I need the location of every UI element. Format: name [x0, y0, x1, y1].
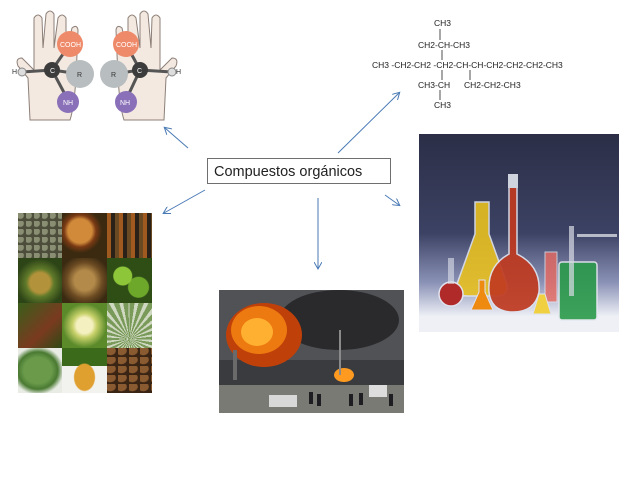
spices-photo	[107, 213, 152, 258]
arrow-to-formula	[337, 93, 399, 154]
leaves-photo	[18, 303, 62, 348]
natural-products-collage	[18, 213, 152, 393]
label-c-right: C	[137, 68, 142, 75]
berries-photo	[18, 258, 62, 303]
label-nh-right: NH	[120, 100, 130, 107]
label-h-left: H	[12, 69, 17, 76]
label-c-left: C	[50, 68, 55, 75]
pineapple-photo	[62, 348, 107, 393]
seedpods-photo	[62, 258, 107, 303]
green-leaves-photo	[18, 348, 62, 393]
arrow-to-chirality	[165, 128, 189, 149]
seeds-photo	[18, 213, 62, 258]
cacao-photo	[62, 213, 107, 258]
agave-photo	[107, 303, 152, 348]
label-r-right: R	[111, 72, 116, 79]
arrow-to-lab	[384, 194, 399, 205]
formula-line-4a: CH3-CH	[418, 80, 451, 90]
formula-line-3: CH3 -CH2-CH2 -CH2-CH-CH-CH2-CH2-CH2-CH3	[372, 60, 563, 70]
lab-glassware-photo	[419, 134, 619, 332]
formula-line-1: CH3	[434, 18, 452, 28]
explosion-fire-photo	[219, 290, 404, 413]
formula-line-2: CH2-CH-CH3	[418, 40, 470, 50]
coffee-beans-photo	[107, 348, 152, 393]
chirality-hands-image: COOH C R NH H COOH R C NH H	[12, 10, 181, 121]
main-topic-box: Compuestos orgánicos	[207, 158, 391, 184]
formula-bonds	[439, 29, 471, 100]
limes-photo	[107, 258, 152, 303]
formula-line-4b: CH2-CH2-CH3	[464, 80, 521, 90]
vanilla-flower-photo	[62, 303, 107, 348]
label-h-right: H	[176, 69, 181, 76]
label-nh-left: NH	[63, 100, 73, 107]
label-r-left: R	[77, 72, 82, 79]
arrow-to-collage	[164, 189, 206, 213]
label-cooh-left: COOH	[60, 42, 81, 49]
structural-formula: CH3 CH2-CH-CH3 CH3 -CH2-CH2 -CH2-CH-CH-C…	[372, 16, 572, 116]
label-cooh-right: COOH	[116, 42, 137, 49]
formula-line-5: CH3	[434, 100, 452, 110]
